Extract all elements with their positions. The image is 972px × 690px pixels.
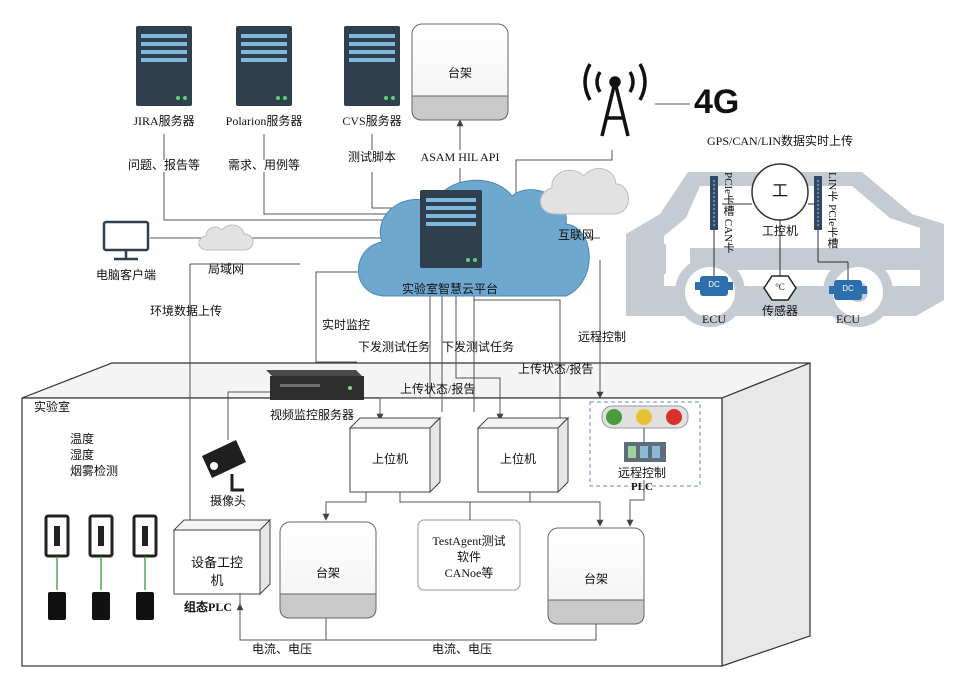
ecu-left-icon — [695, 276, 733, 296]
cvs-server-icon — [344, 26, 400, 106]
jira-server-icon — [136, 26, 192, 106]
env-smoke-label: 烟雾检测 — [70, 464, 119, 478]
dispatch-right-label: 下发测试任务 — [442, 340, 515, 354]
lab-rack-left-label: 台架 — [315, 566, 341, 580]
vehicle-connections — [713, 203, 849, 280]
ecu-left-label: ECU — [702, 312, 726, 326]
hil-api-label: ASAM HIL API — [420, 150, 500, 164]
status-right-label: 上传状态/报告 — [518, 362, 594, 376]
polarion-server-label: Polarion服务器 — [225, 114, 303, 128]
equipment-ipc-box — [172, 518, 272, 596]
remote-plc-sublabel: PLC — [631, 481, 653, 493]
env-sensor-1 — [44, 514, 70, 620]
ecu-right-icon — [829, 280, 867, 300]
video-monitor-server — [266, 370, 364, 400]
env-sensor-3 — [132, 514, 158, 620]
current-voltage-right-label: 电流、电压 — [432, 642, 493, 656]
ipc-glyph: 工 — [771, 183, 789, 200]
network-4g-icon: 4G — [694, 83, 740, 121]
env-sensor-2 — [88, 514, 114, 620]
sensor-label: 传感器 — [761, 304, 799, 318]
cloud-server-icon — [420, 190, 482, 268]
polarion-server-icon — [236, 26, 292, 106]
internet-label: 互联网 — [557, 228, 595, 242]
lan-label: 局域网 — [207, 262, 245, 276]
vehicle-upload-caption: GPS/CAN/LIN数据实时上传 — [706, 134, 854, 148]
top-rack-label: 台架 — [447, 66, 473, 80]
remote-plc-panel — [589, 401, 701, 487]
jira-server-label: JIRA服务器 — [133, 114, 195, 128]
ecu-right-label: ECU — [836, 312, 860, 326]
env-humidity-label: 湿度 — [70, 448, 95, 462]
host-right-box — [476, 416, 570, 494]
equipment-ipc-label: 设备工控机 — [190, 555, 243, 588]
camera-label: 摄像头 — [209, 494, 247, 508]
lin-card-label: LIN卡 PCIe卡槽 — [826, 172, 838, 249]
ecu-left-chip-label: DC — [708, 280, 720, 289]
host-left-box — [348, 416, 442, 494]
internet-cloud — [540, 168, 629, 215]
remote-control-label: 远程控制 — [578, 330, 627, 344]
ecu-right-chip-label: DC — [842, 284, 854, 293]
status-left-label: 上传状态/报告 — [400, 382, 476, 396]
lan-cloud — [198, 224, 254, 251]
software-line-1: TestAgent测试 — [432, 534, 506, 548]
current-voltage-left-label: 电流、电压 — [252, 642, 313, 656]
sensor-icon — [763, 275, 797, 301]
upper-connections — [150, 103, 690, 570]
cvs-server-label: CVS服务器 — [342, 114, 402, 128]
software-line-2: 软件 — [456, 550, 482, 564]
remote-plc-label: 远程控制 — [617, 466, 667, 480]
host-left-label: 上位机 — [371, 452, 409, 466]
env-temp-label: 温度 — [70, 432, 95, 446]
lab-connections — [236, 480, 645, 641]
jira-server-sublabel: 问题、报告等 — [127, 158, 201, 172]
pc-client-icon — [102, 220, 150, 261]
realtime-monitor-label: 实时监控 — [322, 318, 371, 332]
can-card-label: PCIe卡槽 CAN卡 — [722, 172, 734, 253]
dispatch-left-label: 下发测试任务 — [358, 340, 431, 354]
software-box — [417, 519, 521, 591]
top-rack — [411, 23, 509, 121]
lin-card-slot — [814, 176, 822, 230]
lab-rack-right-label: 台架 — [583, 572, 609, 586]
sensor-glyph: °C — [775, 282, 785, 292]
plc-group-label: 组态PLC — [183, 600, 233, 614]
env-upload-label: 环境数据上传 — [150, 304, 223, 318]
pc-client-label: 电脑客户端 — [95, 268, 157, 282]
polarion-server-sublabel: 需求、用例等 — [227, 158, 301, 172]
cloud-platform-label: 实验室智慧云平台 — [401, 282, 499, 296]
cvs-server-sublabel: 测试脚本 — [347, 150, 397, 164]
lab-title: 实验室 — [34, 400, 71, 414]
camera-icon — [202, 440, 246, 492]
video-server-label: 视频监控服务器 — [269, 408, 355, 422]
can-card-slot — [710, 176, 718, 230]
host-right-label: 上位机 — [499, 452, 537, 466]
antenna-tower-icon — [583, 63, 647, 137]
lab-rack-left — [279, 521, 377, 619]
vehicle-ipc-label: 工控机 — [761, 224, 799, 238]
software-line-3: CANoe等 — [444, 566, 494, 580]
